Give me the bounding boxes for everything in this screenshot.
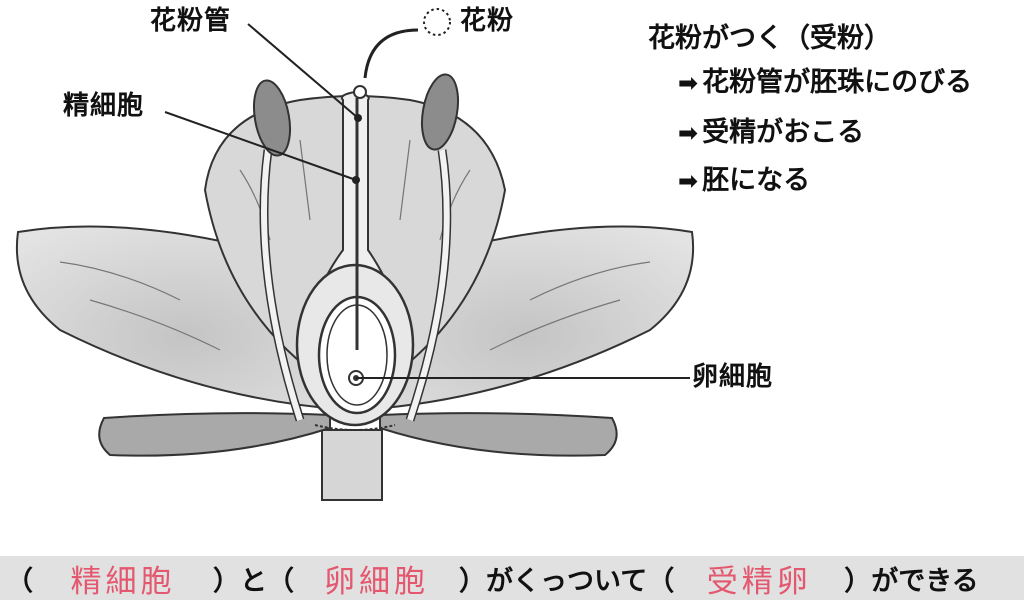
label-pollen-tube: 花粉管 bbox=[150, 6, 232, 36]
process-step-text: 花粉管が胚珠にのびる bbox=[702, 67, 973, 98]
sentence-connector-2: ）がくっついて（ bbox=[459, 565, 675, 597]
sentence-connector-1: ）と（ bbox=[213, 565, 294, 597]
sentence-open: （ bbox=[6, 565, 33, 597]
pollen-icon bbox=[423, 8, 451, 36]
answer-bar bbox=[0, 556, 1024, 600]
petal-veins bbox=[59, 139, 651, 351]
process-step-text: 受精がおこる bbox=[702, 117, 865, 148]
stigma-pollen bbox=[353, 85, 367, 99]
sepal-right bbox=[379, 412, 618, 457]
answer-blank-1: 精細胞 bbox=[70, 563, 176, 600]
label-pollen: 花粉 bbox=[460, 6, 515, 36]
fill-in-sentence: （ 精細胞 ）と（ 卵細胞 ）がくっついて（ 受精卵 ）ができる bbox=[6, 556, 1022, 600]
process-step-text: 胚になる bbox=[702, 165, 811, 196]
arrow-icon: ➡ bbox=[678, 69, 699, 97]
filament-left-fill bbox=[261, 149, 303, 421]
leader-pollen bbox=[363, 28, 419, 79]
sentence-connector-3: ）ができる bbox=[844, 565, 979, 597]
anther-left bbox=[253, 79, 291, 157]
filament-right-fill bbox=[407, 149, 450, 421]
receptacle bbox=[314, 424, 396, 431]
leader-pollen-tube-dot bbox=[354, 114, 362, 122]
process-step-3: ➡胚になる bbox=[678, 158, 810, 197]
leader-pollen-tube bbox=[247, 23, 359, 119]
sepal-left bbox=[98, 412, 331, 457]
label-sperm-cell: 精細胞 bbox=[63, 91, 145, 121]
process-step-1: ➡花粉管が胚珠にのびる bbox=[678, 60, 972, 99]
label-egg-cell: 卵細胞 bbox=[692, 362, 774, 392]
anther-right bbox=[421, 73, 459, 151]
stem bbox=[321, 429, 383, 501]
leader-sperm-cell-dot bbox=[352, 176, 360, 184]
process-step-2: ➡受精がおこる bbox=[678, 110, 864, 149]
leader-sperm-cell bbox=[164, 111, 357, 181]
arrow-icon: ➡ bbox=[678, 119, 699, 147]
arrow-icon: ➡ bbox=[678, 167, 699, 195]
process-title: 花粉がつく（受粉） bbox=[648, 23, 891, 54]
answer-blank-2: 卵細胞 bbox=[324, 563, 429, 600]
answer-blank-3: 受精卵 bbox=[706, 563, 812, 600]
